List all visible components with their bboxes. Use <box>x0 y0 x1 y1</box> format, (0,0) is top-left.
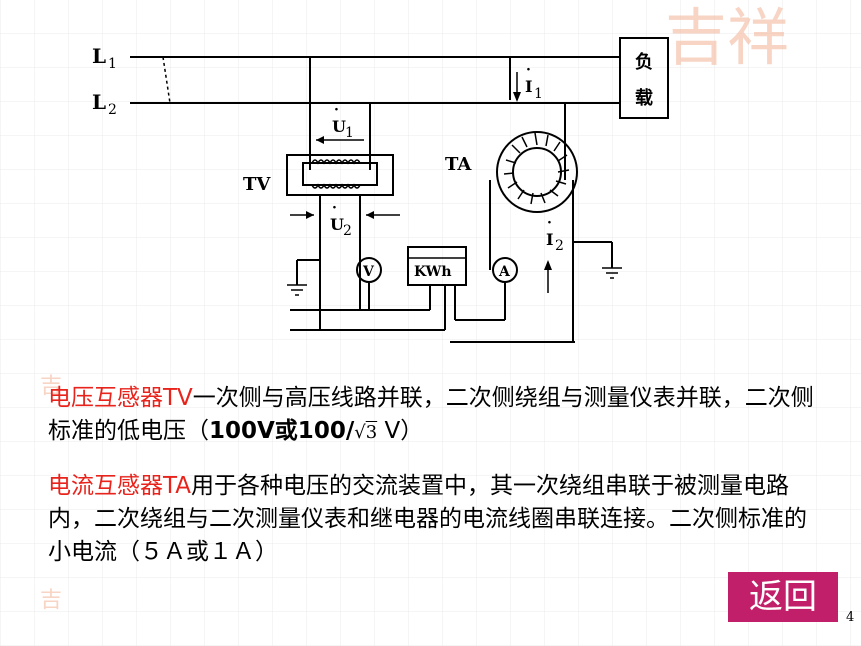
tv-term: 电压互感器TV <box>48 385 193 411</box>
u2-arrowhead-left <box>306 211 314 219</box>
kwh-meter-label: KWh <box>414 264 452 280</box>
u2-arrowhead-right <box>366 211 374 219</box>
tv-core-inner <box>302 162 378 186</box>
i2-dot: · <box>547 215 552 231</box>
decorative-seal-middle: 吉 <box>40 374 63 399</box>
u1-arrowhead <box>316 136 324 144</box>
i1-label: I <box>525 77 532 96</box>
tv-description: 电压互感器TV一次侧与高压线路并联，二次侧绕组与测量仪表并联，二次侧标准的低电压… <box>48 382 828 449</box>
i2-arrowhead <box>544 260 552 270</box>
ammeter-symbol: A <box>498 264 511 280</box>
voltmeter-circle <box>356 257 382 283</box>
ta-core-outer <box>496 131 578 213</box>
ta-winding <box>503 132 570 205</box>
i1-arrowhead <box>513 92 521 102</box>
transformer-circuit-diagram: V KWh A L 1 L 2 负 载 TV TA U 1 · U 2 · I … <box>92 37 669 343</box>
back-button[interactable]: 返回 <box>728 572 838 622</box>
load-box <box>619 37 669 119</box>
decorative-seal-bottom: 吉 <box>40 588 63 613</box>
decorative-seal-top: 吉祥 <box>665 1 790 74</box>
load-label-bottom: 载 <box>635 87 653 109</box>
ta-label: TA <box>445 154 472 175</box>
tv-core-outer <box>286 154 394 196</box>
switch-gap-line <box>162 56 171 104</box>
u1-subscript: 1 <box>345 125 354 141</box>
ammeter-circle <box>492 257 518 283</box>
u2-dot: · <box>332 200 337 216</box>
tv-primary-coil <box>311 159 361 165</box>
ta-description: 电流互感器TA用于各种电压的交流装置中，其一次绕组串联于被测量电路内，二次绕组与… <box>48 470 828 569</box>
tv-voltage-unit: V） <box>377 418 424 444</box>
sqrt-sign: √ <box>354 422 366 443</box>
u1-dot: · <box>334 102 339 118</box>
tv-description-body: 一次侧与高压线路并联，二次侧绕组与测量仪表并联，二次侧标准的低电压（ <box>48 385 814 444</box>
ta-core-inner <box>512 147 562 197</box>
load-label-top: 负 <box>635 51 653 73</box>
line-l2-subscript: 2 <box>108 102 117 118</box>
u1-label: U <box>332 117 346 136</box>
u2-label: U <box>330 215 344 234</box>
i2-label: I <box>546 230 553 249</box>
ta-term: 电流互感器TA <box>48 473 191 499</box>
line-l2-label: L <box>92 90 106 114</box>
i1-dot: · <box>526 62 531 78</box>
ta-description-body: 用于各种电压的交流装置中，其一次绕组串联于被测量电路内，二次绕组与二次测量仪表和… <box>48 473 807 565</box>
voltmeter-symbol: V <box>362 264 375 280</box>
kwh-meter-box <box>407 246 467 286</box>
tv-label: TV <box>243 174 271 195</box>
sqrt-radicand: 3 <box>365 422 378 443</box>
tv-secondary-coil <box>311 183 361 189</box>
page-number: 4 <box>846 610 855 625</box>
line-l1-subscript: 1 <box>108 56 117 72</box>
i1-subscript: 1 <box>534 86 543 102</box>
u2-subscript: 2 <box>343 223 352 239</box>
tv-voltage-value: 100V或100/ <box>209 418 355 444</box>
line-l1-label: L <box>92 44 106 68</box>
i2-subscript: 2 <box>555 238 564 254</box>
